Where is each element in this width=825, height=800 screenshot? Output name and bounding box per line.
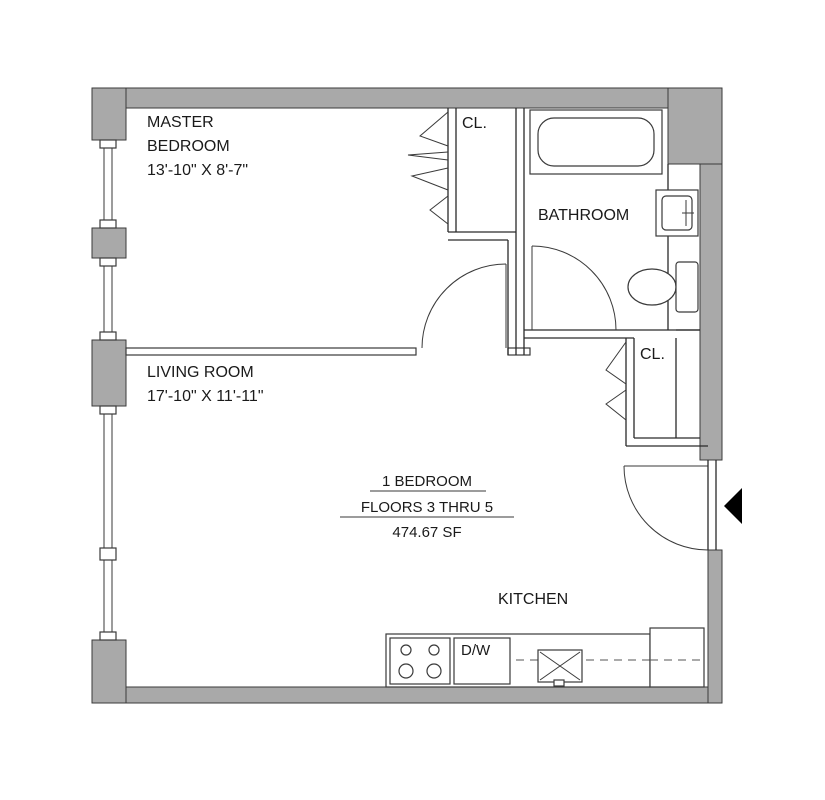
unit-type: 1 BEDROOM bbox=[382, 473, 472, 490]
stove bbox=[389, 637, 451, 685]
unit-area: 474.67 SF bbox=[392, 524, 461, 541]
master-bedroom-name-line2: BEDROOM bbox=[147, 138, 230, 155]
living-closet-doors bbox=[605, 341, 627, 421]
bathroom-sink bbox=[655, 189, 699, 237]
unit-floors: FLOORS 3 THRU 5 bbox=[361, 499, 493, 516]
dishwasher bbox=[453, 637, 511, 685]
master-bedroom-name-line1: MASTER bbox=[147, 114, 214, 131]
master-bedroom-dims: 13'-10" X 8'-7" bbox=[147, 162, 248, 179]
living-room-label: LIVING ROOM 17'-10" X 11'-11" bbox=[147, 364, 264, 405]
living-room-name: LIVING ROOM bbox=[147, 364, 254, 381]
left-windows bbox=[99, 139, 117, 641]
kitchen-label: KITCHEN bbox=[498, 591, 568, 608]
kitchen-sink bbox=[537, 649, 583, 687]
bathtub bbox=[529, 109, 663, 175]
bathroom-door bbox=[531, 245, 617, 331]
bedroom-door bbox=[421, 263, 507, 349]
toilet bbox=[627, 261, 699, 313]
entry-arrow-icon bbox=[724, 488, 742, 524]
bedroom-closet-doors bbox=[407, 111, 449, 225]
master-bedroom-label: MASTER BEDROOM 13'-10" X 8'-7" bbox=[147, 114, 248, 179]
living-closet-label: CL. bbox=[640, 346, 665, 363]
bathroom-label: BATHROOM bbox=[538, 207, 629, 224]
entry-door bbox=[623, 460, 717, 551]
living-room-dims: 17'-10" X 11'-11" bbox=[147, 388, 264, 405]
bedroom-closet-label: CL. bbox=[462, 115, 487, 132]
unit-info: 1 BEDROOM FLOORS 3 THRU 5 474.67 SF bbox=[340, 473, 514, 541]
dishwasher-label: D/W bbox=[461, 642, 491, 659]
